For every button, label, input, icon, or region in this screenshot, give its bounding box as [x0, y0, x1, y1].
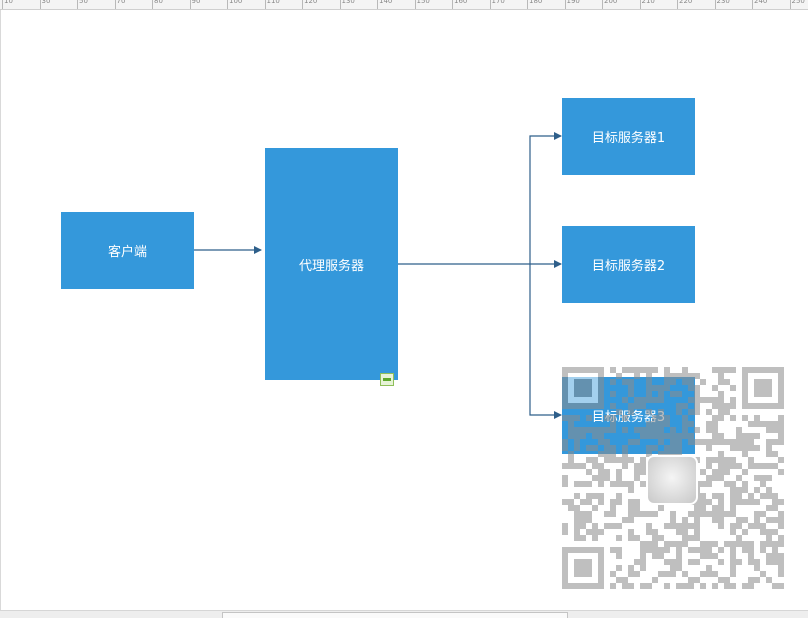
ruler-tick-label: 10	[4, 0, 13, 5]
node-client-label: 客户端	[107, 245, 147, 260]
ruler-tick	[302, 0, 303, 9]
ruler-tick-label: 50	[79, 0, 88, 5]
edge-proxy-to-target3	[529, 264, 562, 419]
ruler-tick-label: 30	[41, 0, 51, 5]
ruler-tick	[414, 0, 416, 9]
ruler-tick-label: 240	[754, 0, 768, 5]
ruler-tick-label: 160	[454, 0, 468, 5]
ruler-tick	[264, 0, 266, 9]
ruler-tick	[189, 0, 191, 9]
ruler-tick-label: 120	[304, 0, 318, 5]
ruler-tick	[114, 0, 116, 9]
node-target-server-1[interactable]: 目标服务器1	[562, 98, 695, 175]
node-target-server-2-label: 目标服务器2	[591, 259, 666, 274]
ruler-tick-label: 90	[191, 0, 201, 5]
diagram-canvas[interactable]: 客户端 代理服务器 目标服务器1 目标服务器2 目标服务器3	[0, 10, 808, 610]
node-target-server-2[interactable]: 目标服务器2	[562, 226, 695, 303]
ruler-tick	[789, 0, 791, 9]
ruler-tick-label: 190	[566, 0, 580, 5]
node-client[interactable]: 客户端	[61, 212, 194, 289]
ruler-tick	[677, 0, 678, 9]
edge-proxy-to-target1	[398, 132, 562, 265]
ruler-tick	[2, 0, 3, 9]
qr-code-icon	[562, 367, 784, 589]
ruler-tick	[564, 0, 566, 9]
ruler-tick	[377, 0, 378, 9]
ruler-tick	[489, 0, 491, 9]
ruler-tick	[602, 0, 603, 9]
ruler-tick-label: 150	[416, 0, 430, 5]
node-proxy-server-label: 代理服务器	[298, 258, 364, 274]
ruler-tick	[752, 0, 753, 9]
ruler-tick-label: 140	[379, 0, 393, 5]
canvas-left-border	[0, 10, 1, 610]
ruler-tick	[227, 0, 228, 9]
resize-handle-icon[interactable]	[380, 373, 394, 386]
ruler-tick	[714, 0, 716, 9]
node-proxy-server[interactable]: 代理服务器	[265, 148, 398, 380]
ruler-tick-label: 180	[529, 0, 543, 5]
diagram-edges	[194, 132, 562, 419]
ruler-tick	[639, 0, 641, 9]
ruler-tick-label: 70	[116, 0, 126, 5]
ruler-tick	[152, 0, 153, 9]
qr-avatar-icon	[646, 455, 698, 505]
ruler-tick-label: 170	[491, 0, 505, 5]
ruler-tick-label: 200	[604, 0, 618, 5]
ruler-tick-label: 80	[154, 0, 163, 5]
horizontal-ruler: 10 30 50 70 80 90 100 110 120 130 140 150 160 170 180 1…	[0, 0, 808, 10]
ruler-tick-label: 110	[266, 0, 280, 5]
node-target-server-1-label: 目标服务器1	[591, 131, 666, 146]
ruler-tick-label: 100	[229, 0, 243, 5]
ruler-tick	[452, 0, 453, 9]
ruler-tick	[77, 0, 78, 9]
ruler-tick-label: 130	[341, 0, 355, 5]
ruler-tick-label: 230	[716, 0, 730, 5]
ruler-tick	[39, 0, 41, 9]
ruler-tick	[339, 0, 341, 9]
horizontal-scrollbar-thumb[interactable]	[222, 612, 568, 618]
ruler-tick-label: 250	[791, 0, 805, 5]
ruler-tick-label: 220	[679, 0, 693, 5]
ruler-tick	[527, 0, 528, 9]
ruler-tick-label: 210	[641, 0, 655, 5]
